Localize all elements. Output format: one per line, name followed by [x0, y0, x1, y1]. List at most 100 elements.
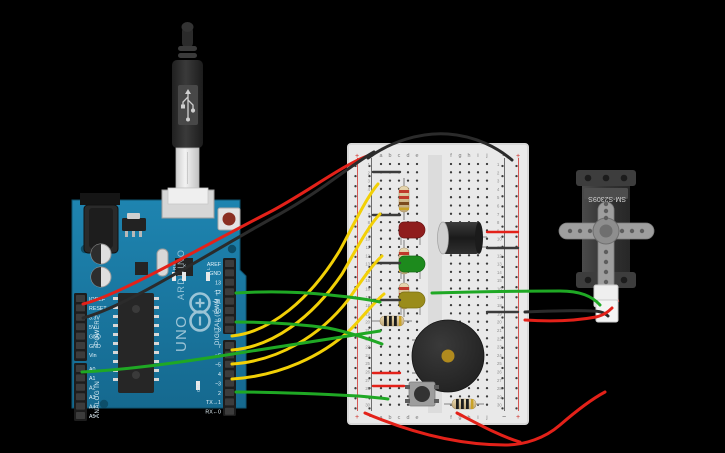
tactile-pushbutton[interactable]	[405, 381, 439, 407]
pin-label-3-3v: 3.3V	[89, 316, 100, 322]
resistor-button[interactable]	[444, 398, 484, 410]
svg-text:19: 19	[497, 311, 502, 316]
pin-label-8: 8	[218, 328, 221, 334]
svg-text:e: e	[416, 415, 419, 421]
svg-text:22: 22	[497, 336, 502, 341]
pin-label--10: ~10	[212, 309, 221, 315]
pin-label-2: 2	[218, 391, 221, 397]
rail-minus-bl: −	[369, 414, 373, 421]
led-yellow[interactable]	[398, 291, 426, 315]
wire-servo-signal[interactable]	[430, 289, 602, 307]
svg-text:1: 1	[497, 162, 500, 167]
svg-text:13: 13	[497, 262, 502, 267]
wire-power-red[interactable]	[81, 153, 372, 306]
rail-plus-br: +	[516, 414, 520, 421]
svg-text:15: 15	[497, 278, 502, 283]
wire-a0-green[interactable]	[80, 329, 382, 374]
wire-d10-yellow[interactable]	[230, 212, 382, 352]
power-barrel-jack[interactable]	[80, 193, 120, 254]
wire-d7-green[interactable]	[234, 290, 382, 304]
pin-label-tx-1: TX→1	[206, 400, 221, 406]
wire-bottom-red-2[interactable]	[455, 411, 522, 444]
wire-d9-yellow[interactable]	[230, 254, 384, 366]
svg-text:i: i	[477, 153, 478, 159]
pin-label-a3: A3	[89, 395, 96, 401]
pin-label-gnd: GND	[89, 344, 101, 350]
svg-text:30: 30	[497, 403, 502, 408]
svg-text:b: b	[389, 153, 392, 159]
pin-label-rx-0: RX←0	[205, 410, 221, 416]
led-green[interactable]	[398, 255, 426, 279]
svg-text:10: 10	[365, 237, 370, 242]
usb-cable[interactable]	[167, 22, 209, 205]
pin-label--5: ~5	[215, 363, 221, 369]
svg-text:2: 2	[497, 170, 500, 175]
svg-text:15: 15	[365, 278, 370, 283]
electrolytic-capacitor[interactable]	[437, 221, 488, 255]
pin-label-7: 7	[218, 344, 221, 350]
pin-label-a0: A0	[89, 367, 96, 373]
svg-text:21: 21	[365, 328, 370, 333]
svg-text:f: f	[450, 153, 452, 159]
pin-label-12: 12	[215, 290, 221, 296]
svg-text:20: 20	[497, 320, 502, 325]
svg-text:12: 12	[497, 253, 502, 258]
pin-label-gnd: GND	[89, 334, 101, 340]
svg-text:24: 24	[365, 353, 370, 358]
header-digital-upper[interactable]	[223, 258, 236, 334]
pin-label-a2: A2	[89, 386, 96, 392]
svg-text:26: 26	[497, 370, 502, 375]
reset-button[interactable]	[217, 207, 241, 231]
pin-label-5v: 5V	[89, 325, 96, 331]
wire-servo-power[interactable]	[523, 306, 614, 323]
arduino-uno-board[interactable]: RX TX L ON UNO ARDUINO	[71, 189, 247, 421]
label-analog-header: ANALOG IN	[95, 381, 101, 418]
svg-text:3: 3	[368, 179, 371, 184]
servo-motor[interactable]: SM-S2309S	[558, 170, 655, 323]
pin-label-aref: AREF	[207, 262, 222, 268]
svg-text:17: 17	[365, 295, 370, 300]
svg-text:j: j	[485, 153, 487, 159]
svg-text:i: i	[477, 415, 478, 421]
pin-label--3: ~3	[215, 381, 221, 387]
svg-text:b: b	[389, 415, 392, 421]
svg-text:9: 9	[368, 228, 371, 233]
header-analog[interactable]	[74, 363, 87, 421]
svg-text:27: 27	[497, 378, 502, 383]
svg-text:6: 6	[368, 204, 371, 209]
silk-arduino: ARDUINO	[176, 249, 186, 300]
resistor-led-red[interactable]	[398, 178, 410, 220]
wire-ground-black[interactable]	[81, 150, 376, 320]
svg-text:13: 13	[365, 262, 370, 267]
pin-label-reset: RESET	[89, 306, 107, 312]
led-red[interactable]	[398, 221, 426, 245]
rail-minus-br: −	[502, 414, 506, 421]
svg-text:25: 25	[365, 361, 370, 366]
svg-text:7: 7	[497, 212, 500, 217]
pin-label-13: 13	[215, 281, 221, 287]
svg-text:h: h	[468, 153, 471, 159]
wire-d11-yellow[interactable]	[230, 182, 380, 338]
wire-bottom-red[interactable]	[363, 390, 607, 447]
wire-d5-green[interactable]	[234, 320, 384, 346]
svg-text:d: d	[407, 415, 410, 421]
svg-text:23: 23	[365, 345, 370, 350]
svg-text:30: 30	[365, 403, 370, 408]
mount-hole-3	[99, 399, 109, 409]
board-capacitors	[90, 243, 112, 288]
wire-top-black-arc[interactable]	[366, 132, 514, 162]
svg-text:20: 20	[365, 320, 370, 325]
svg-text:a: a	[380, 153, 383, 159]
resistor-pulldown[interactable]	[372, 315, 412, 327]
svg-text:27: 27	[365, 378, 370, 383]
svg-text:e: e	[416, 153, 419, 159]
rail-minus-tr: −	[502, 153, 506, 160]
svg-text:6: 6	[497, 204, 500, 209]
svg-text:21: 21	[497, 328, 502, 333]
piezo-buzzer[interactable]	[411, 319, 485, 393]
pin-label--11: ~11	[212, 299, 221, 305]
wire-d2-green[interactable]	[234, 390, 390, 401]
